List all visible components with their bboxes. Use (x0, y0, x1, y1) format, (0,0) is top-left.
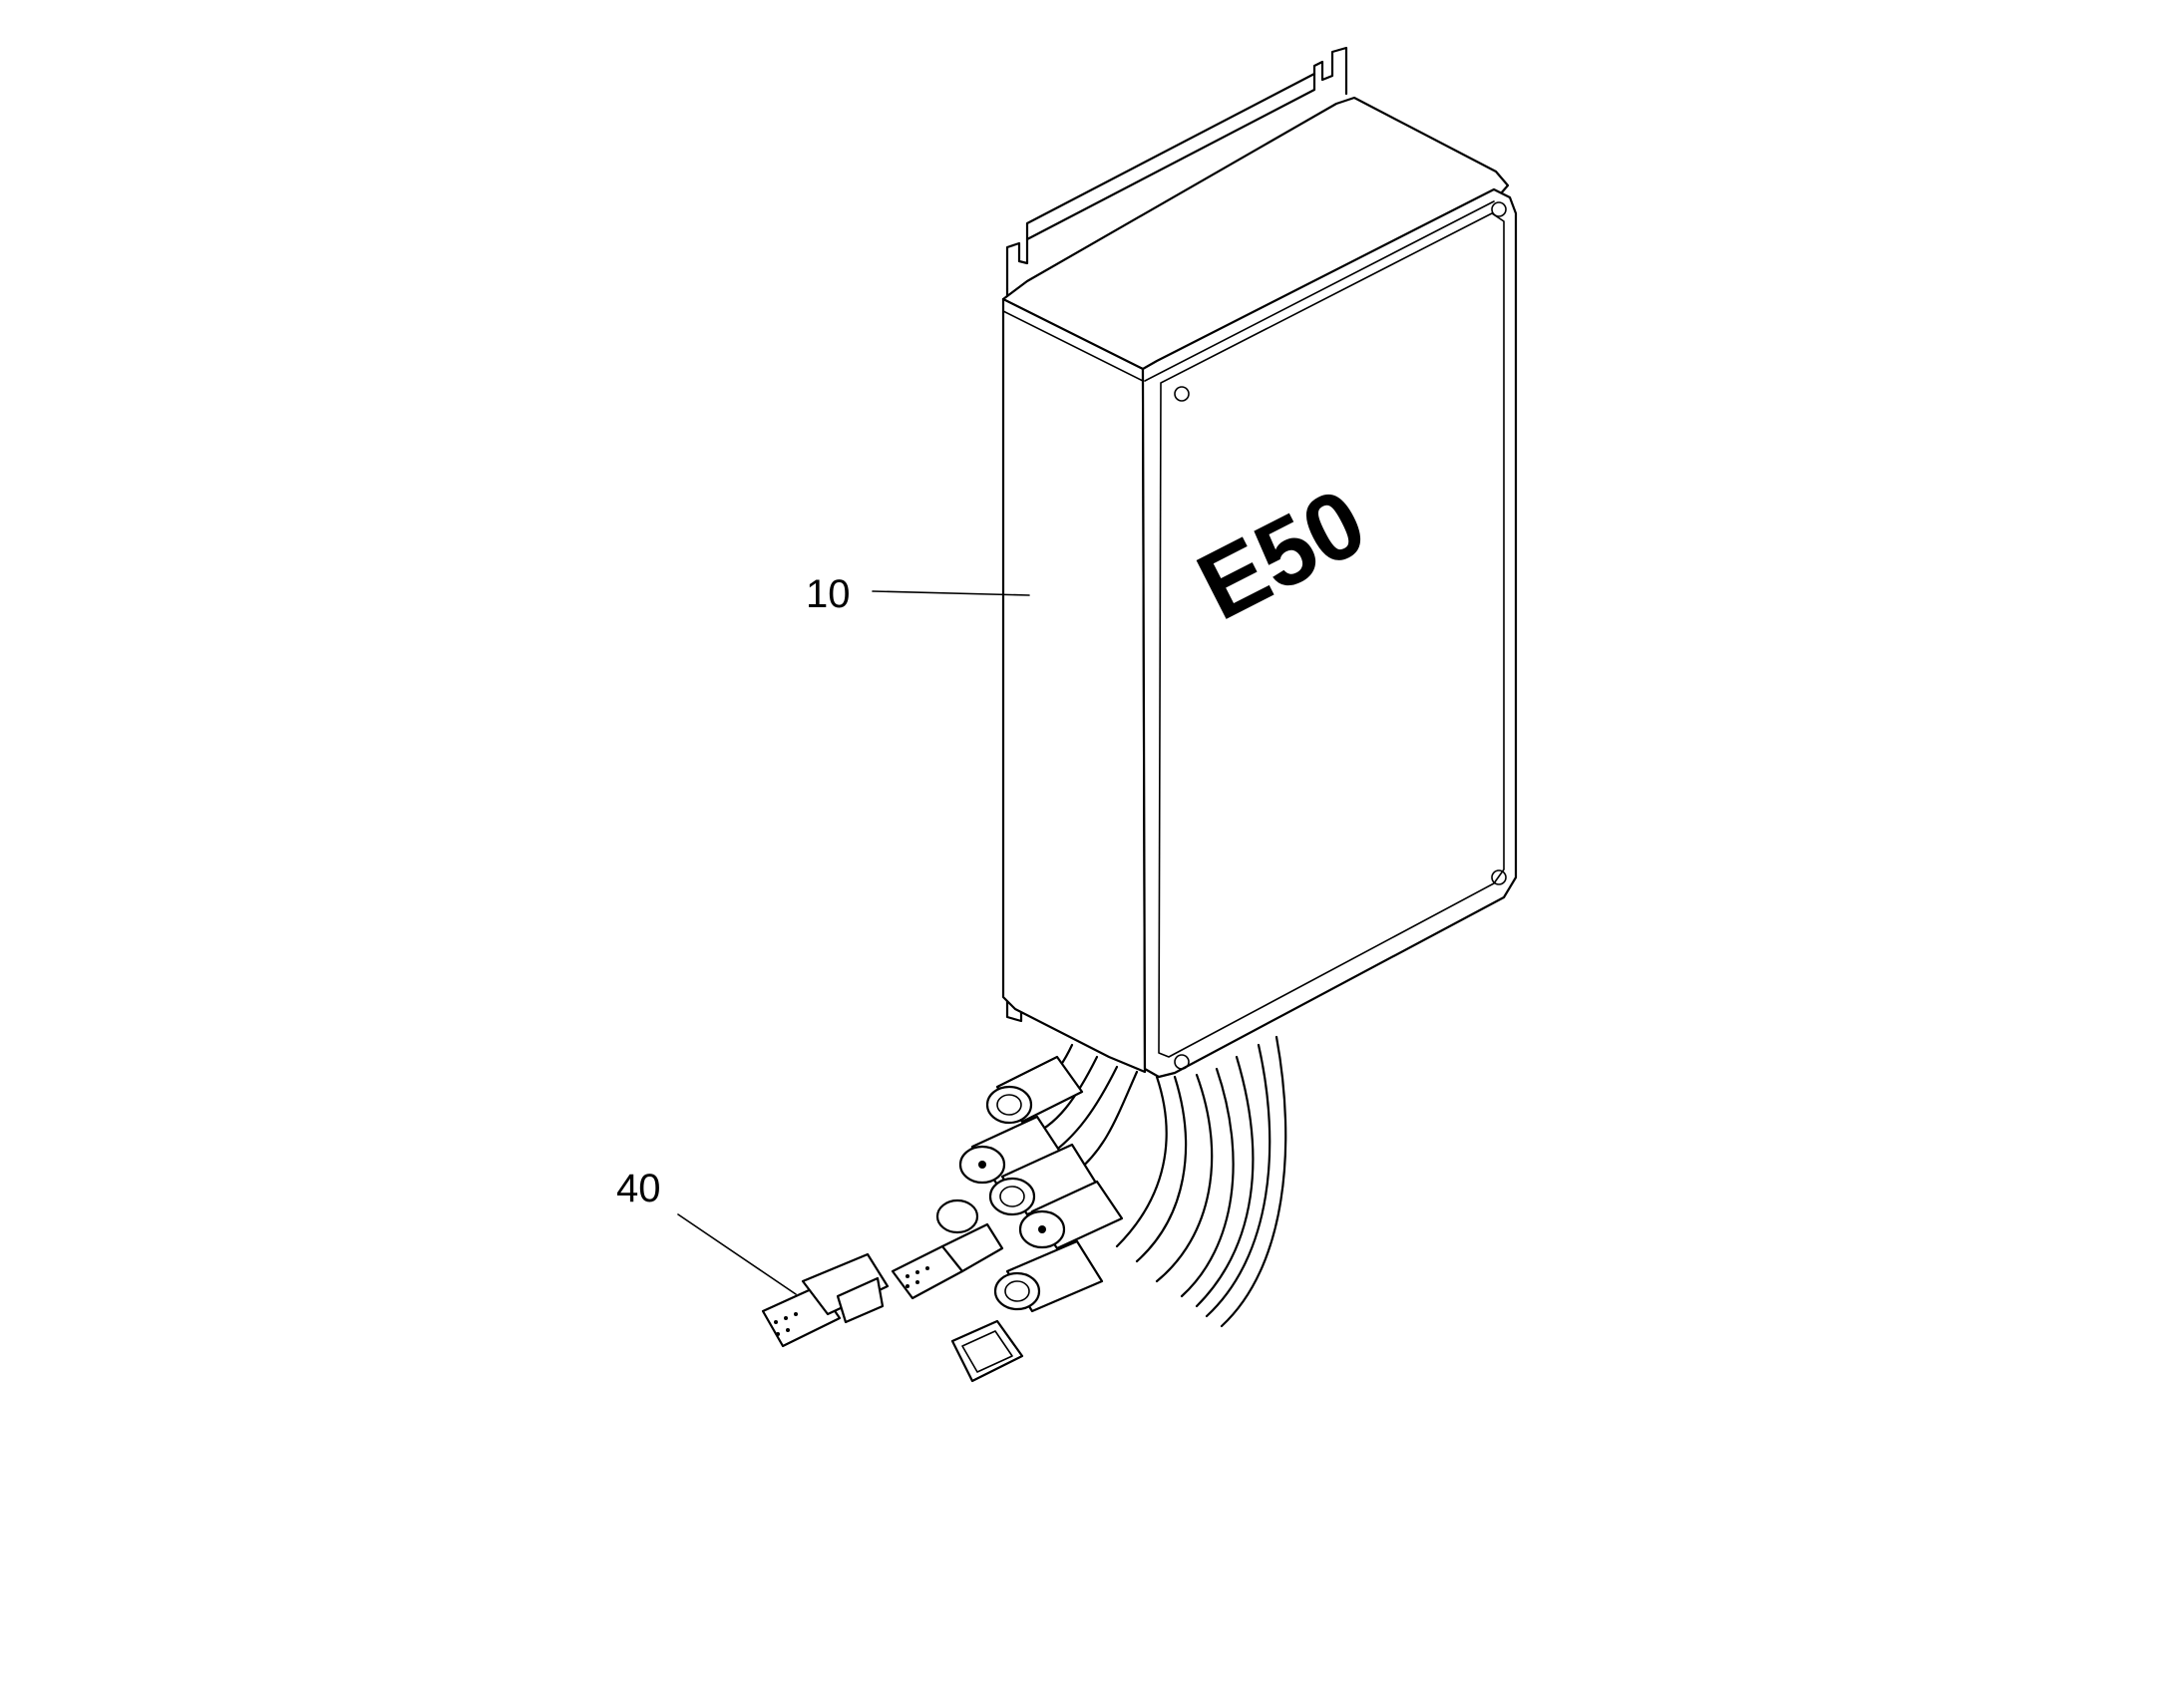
flat-connector (891, 1198, 1004, 1300)
control-box-enclosure (1001, 96, 1518, 1079)
cable-harness (1005, 1035, 1287, 1328)
callout-label-40: 40 (616, 1167, 661, 1210)
connector-group (761, 1055, 1124, 1383)
round-connector (985, 1055, 1084, 1125)
round-connector (993, 1239, 1104, 1313)
round-connector (1018, 1180, 1124, 1250)
callout-40: 40 (616, 1167, 797, 1295)
round-connector (958, 1115, 1064, 1187)
square-connector (950, 1319, 1024, 1383)
callout-label-10: 10 (806, 572, 851, 616)
flat-connector (761, 1252, 890, 1348)
callout-10: 10 (806, 572, 1030, 616)
